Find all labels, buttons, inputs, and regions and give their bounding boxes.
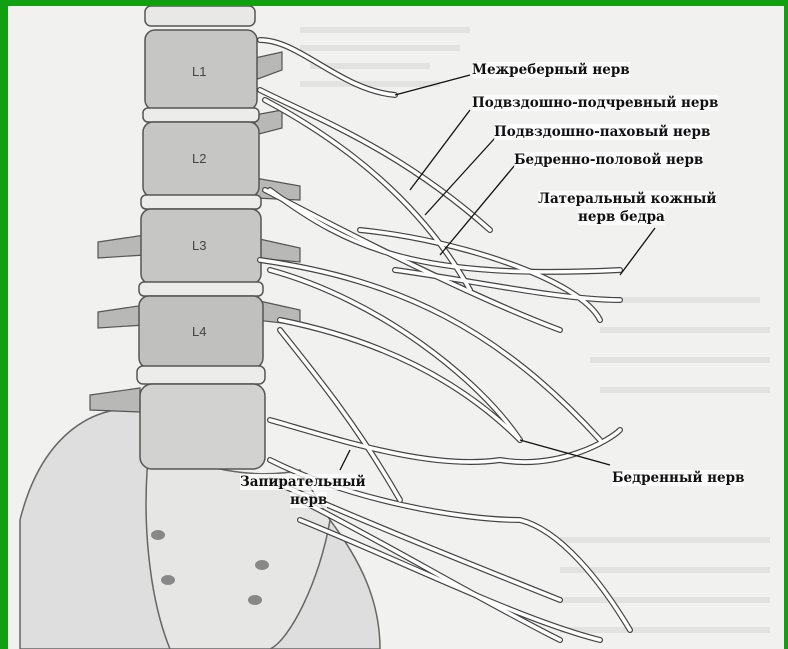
label-lateral-cutaneous-line2: нерв бедра [578,209,665,225]
label-femoral-nerve: Бедренный нерв [612,470,744,486]
label-intercostal-nerve: Межреберный нерв [472,62,630,78]
label-iliohypogastric-nerve: Подвздошно-подчревный нерв [472,95,718,111]
vertebra-label-l3: L3 [192,238,206,253]
label-obturator-line2: нерв [290,492,327,508]
vertebra-label-l2: L2 [192,151,206,166]
vertebra-label-l4: L4 [192,324,206,339]
vertebra-label-l1: L1 [192,64,206,79]
label-ilioinguinal-nerve: Подвздошно-паховый нерв [494,124,710,140]
diagram-canvas: L1 L2 L3 L4 [8,6,784,649]
label-obturator-line1: Запирательный [240,474,366,490]
label-lateral-cutaneous-line1: Латеральный кожный [538,191,716,207]
label-genitofemoral-nerve: Бедренно-половой нерв [514,152,703,168]
